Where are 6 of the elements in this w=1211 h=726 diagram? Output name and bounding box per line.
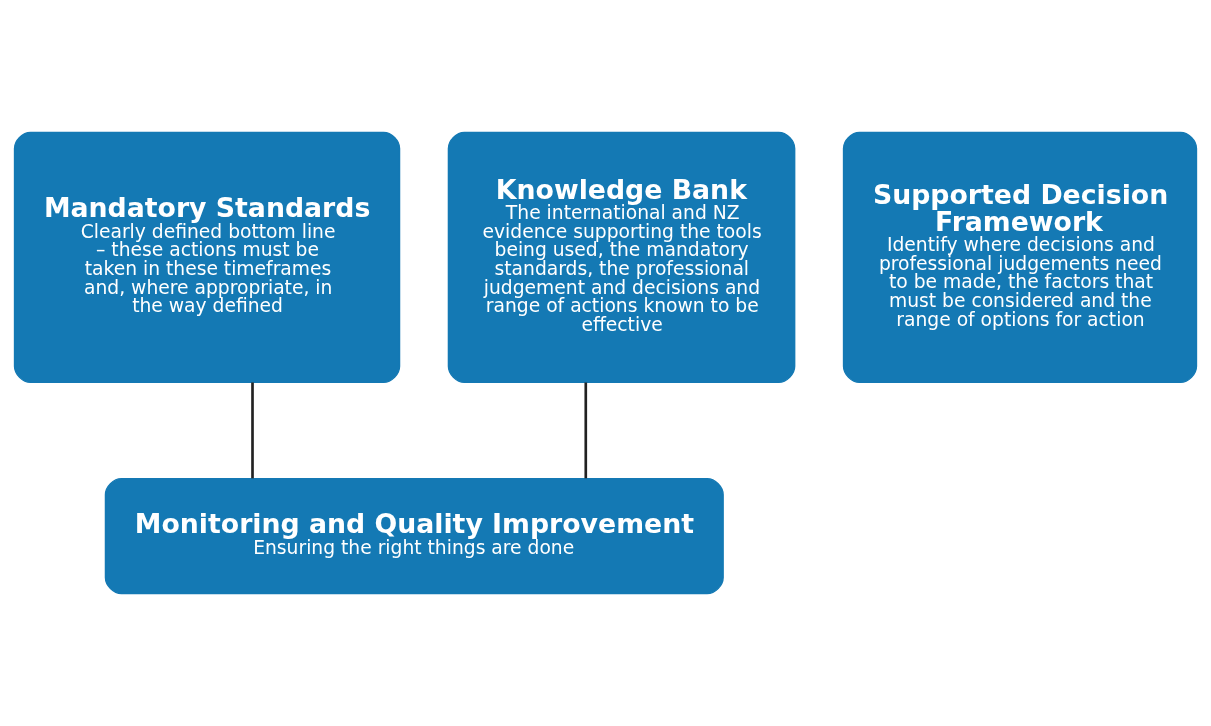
node-box: Knowledge Bank The international and NZ evidence supporting the tools being used, the mandatory standards, the professional judgement and decisions and range of actions known to be effective [447,131,796,384]
node-box: Supported Decision Framework Identify where decisions and professional judgements need to be made, the factors that must be considered and the range of options for action [842,131,1198,384]
node-box: Mandatory Standards Clearly defined bottom line – these actions must be taken in these timeframes and, where appropriate, in the way defined [13,131,401,384]
node-box: Monitoring and Quality Improvement Ensuring the right things are done [104,478,724,595]
connector [584,382,588,479]
connector [251,382,254,479]
